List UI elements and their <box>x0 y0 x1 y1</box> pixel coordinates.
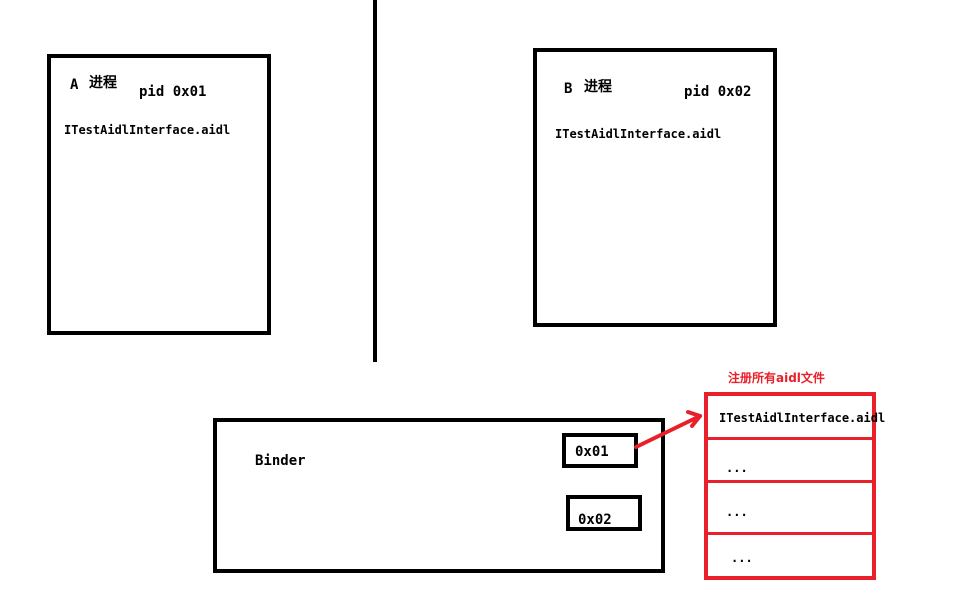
process-b-aidl: ITestAidlInterface.aidl <box>555 127 722 141</box>
process-a-letter: A <box>70 77 79 93</box>
binder-slot-0x01-label: 0x01 <box>575 444 609 460</box>
registry-row-4-text: ... <box>731 551 753 565</box>
binder-slot-0x02 <box>566 495 642 531</box>
registry-row-2-text: ... <box>726 461 748 475</box>
registry-arrow-head-lower <box>690 414 702 428</box>
process-a-pid: pid 0x01 <box>139 84 207 100</box>
registry-row-1-text: ITestAidlInterface.aidl <box>719 411 886 425</box>
process-a-box <box>47 54 271 335</box>
process-a-aidl: ITestAidlInterface.aidl <box>64 123 231 137</box>
binder-label: Binder <box>255 453 306 469</box>
process-b-letter: B <box>564 81 573 97</box>
registry-row <box>708 396 872 440</box>
registry-row-3-text: ... <box>726 505 748 519</box>
process-b-label: 进程 <box>584 79 612 95</box>
registry-arrow-shaft <box>634 414 702 449</box>
binder-slot-0x01 <box>562 433 638 468</box>
process-b-pid: pid 0x02 <box>684 84 752 100</box>
registry-row <box>708 483 872 535</box>
process-a-label: 进程 <box>89 75 117 91</box>
binder-slot-0x02-label: 0x02 <box>578 512 612 528</box>
registry-row <box>708 440 872 483</box>
process-b-box <box>533 48 777 327</box>
registry-title: 注册所有aidl文件 <box>728 371 825 385</box>
aidl-registry-table <box>704 392 876 580</box>
process-divider <box>373 0 377 362</box>
